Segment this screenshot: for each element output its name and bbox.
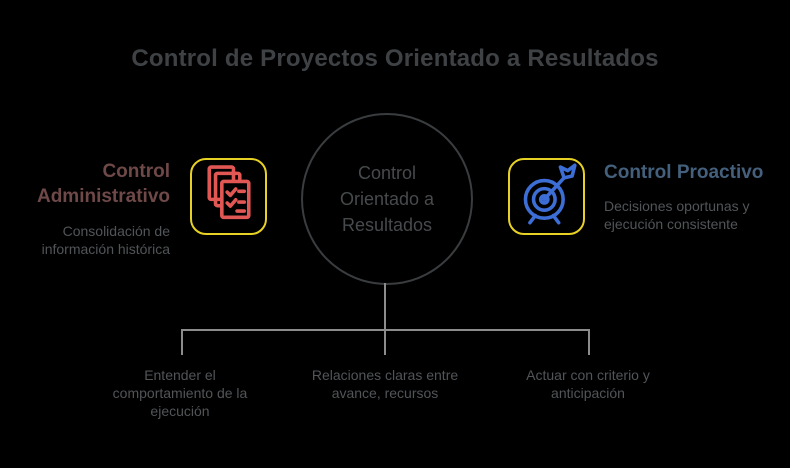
page-title: Control de Proyectos Orientado a Resulta… bbox=[131, 45, 659, 72]
center-stem-line bbox=[384, 283, 386, 330]
left-node-text: Control Administrativo Consolidación de … bbox=[18, 159, 170, 258]
documents-checklist-icon bbox=[194, 159, 264, 234]
branch-drop-line-center bbox=[384, 329, 386, 355]
target-dart-icon bbox=[512, 159, 582, 234]
right-node-text: Control Proactivo Decisiones oportunas y… bbox=[604, 162, 776, 233]
left-node-description: Consolidación de información histórica bbox=[41, 223, 170, 257]
right-icon-box bbox=[508, 158, 585, 235]
branch-drop-line-left bbox=[181, 329, 183, 355]
branch-drop-line-right bbox=[588, 329, 590, 355]
left-icon-box bbox=[190, 158, 267, 235]
center-node-circle: Control Orientado a Resultados bbox=[301, 113, 473, 285]
left-node-title: Control Administrativo bbox=[36, 161, 170, 207]
center-node-line: Orientado a bbox=[339, 189, 435, 209]
branch-label: Actuar con criterio y anticipación bbox=[526, 367, 650, 401]
center-node-line: Resultados bbox=[341, 215, 433, 235]
branch-label: Entender el comportamiento de la ejecuci… bbox=[112, 367, 248, 419]
branch-label: Relaciones claras entre avance, recursos bbox=[311, 367, 459, 401]
center-node-line: Control bbox=[357, 163, 417, 183]
right-node-description: Decisiones oportunas y ejecución consist… bbox=[604, 198, 750, 232]
right-node-title: Control Proactivo bbox=[604, 162, 764, 183]
